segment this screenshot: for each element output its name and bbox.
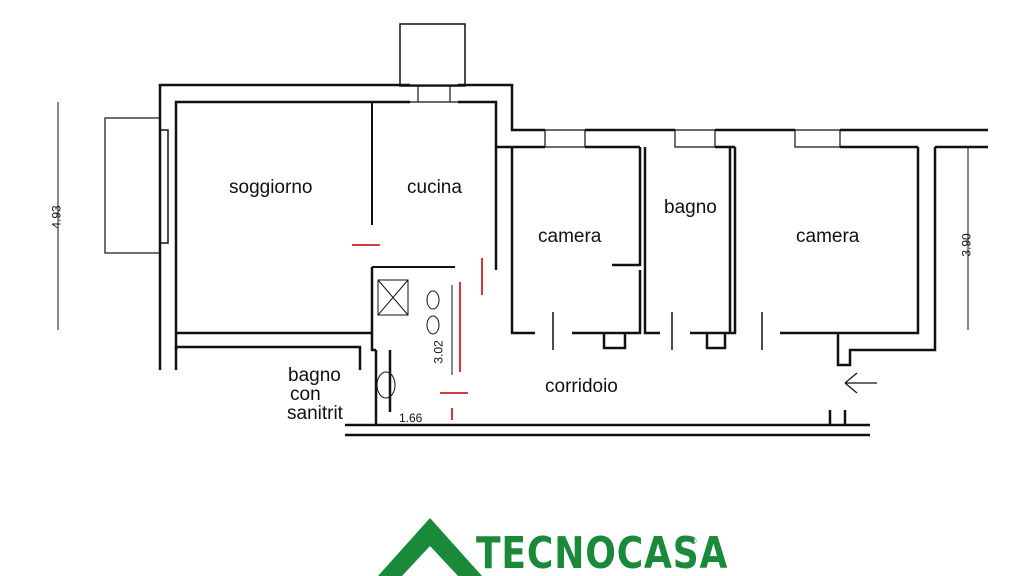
dim-right-height: 3.90 bbox=[959, 233, 974, 257]
toilet bbox=[426, 290, 440, 310]
label-bagno-sanitrit-1: bagno bbox=[288, 365, 341, 386]
outer-wall-west bbox=[158, 83, 410, 370]
label-cucina: cucina bbox=[407, 177, 462, 198]
label-corridoio: corridoio bbox=[545, 376, 618, 397]
sink bbox=[376, 371, 396, 399]
logo-registered-mark: ® bbox=[690, 536, 697, 546]
tecnocasa-logo-mark bbox=[378, 518, 482, 576]
label-soggiorno: soggiorno bbox=[229, 177, 313, 198]
label-bagno: bagno bbox=[664, 197, 717, 218]
bidet bbox=[426, 315, 440, 335]
label-bagno-sanitrit-2: con bbox=[290, 384, 321, 405]
entrance-arrow bbox=[844, 372, 877, 394]
shower bbox=[377, 279, 409, 316]
dim-left-height: 4.93 bbox=[49, 205, 64, 229]
label-bagno-sanitrit-3: sanitrit bbox=[287, 403, 343, 424]
inner-wall-west bbox=[174, 100, 410, 350]
dim-bath-width: 1.66 bbox=[399, 411, 423, 425]
label-camera-right: camera bbox=[796, 226, 860, 247]
chimney-box bbox=[399, 23, 466, 87]
label-camera-left: camera bbox=[538, 226, 602, 247]
dim-bath-height: 3.02 bbox=[431, 340, 446, 364]
tecnocasa-logo-text: TECNOCASA bbox=[476, 528, 729, 576]
